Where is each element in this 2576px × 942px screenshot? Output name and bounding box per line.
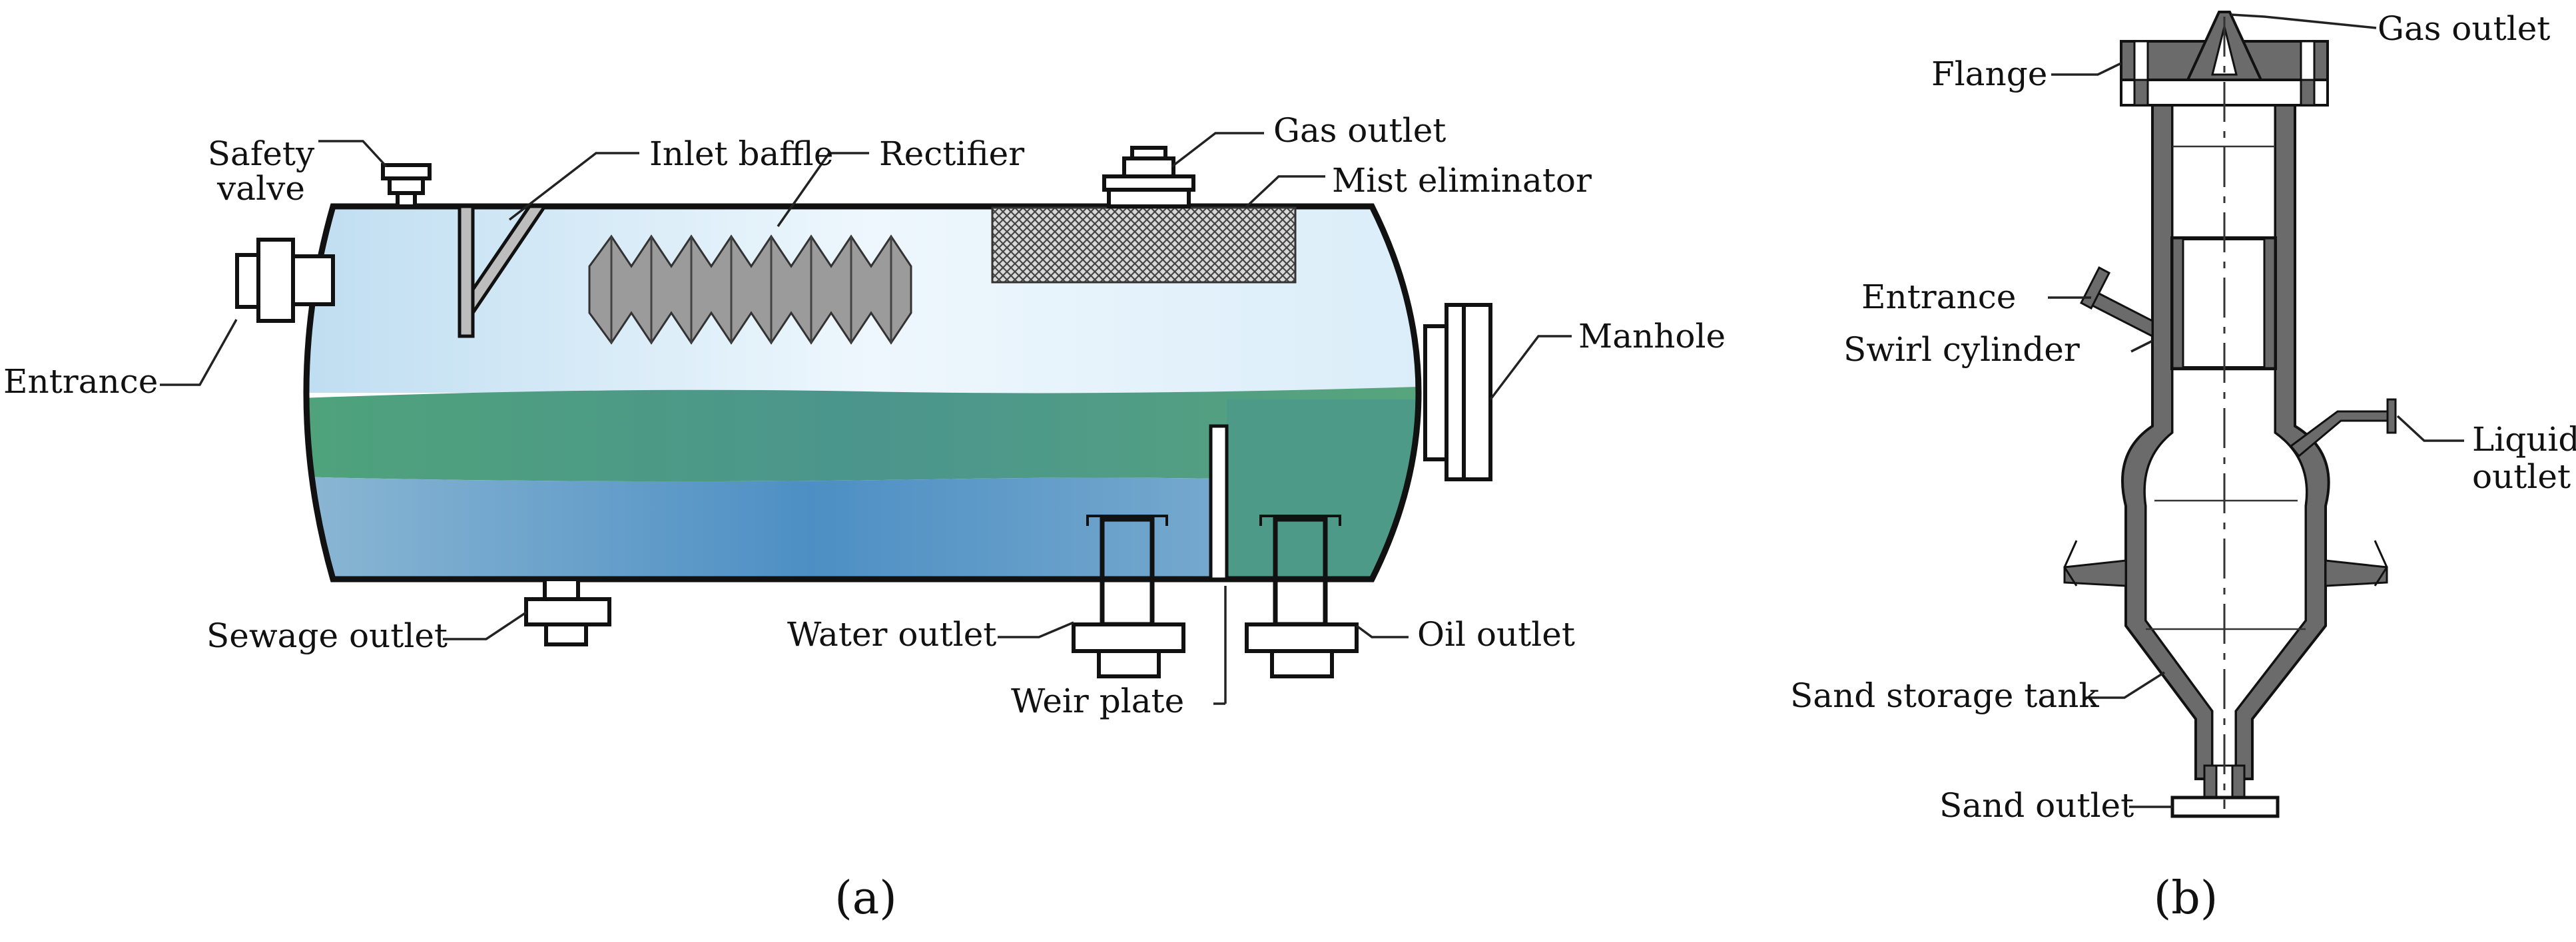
labels-b: Gas outlet Flange Entrance Swirl cylinde… [1790,9,2576,825]
label-sand-storage-tank: Sand storage tank [1790,676,2099,715]
label-liquid-outlet-1: Liquid [2472,420,2576,459]
rectifier [588,234,912,345]
sublabel-a: (a) [834,872,897,925]
label-rectifier: Rectifier [879,134,1024,173]
label-swirl-cylinder: Swirl cylinder [1843,330,2080,369]
oil-phase [306,385,1419,486]
label-manhole: Manhole [1578,317,1726,355]
oil-outlet-nozzle [1245,515,1359,678]
labels-a: Safety valve Inlet baffle Rectifier Gas … [3,111,1726,720]
label-safety-valve-1: Safety [208,134,315,173]
support-brackets [2063,540,2388,587]
swirl-wall-right [2263,237,2276,369]
entrance-nozzle [235,238,335,323]
label-sewage-outlet: Sewage outlet [206,616,448,655]
label-flange: Flange [1931,55,2047,93]
liquid-outlet-pipe [2289,398,2397,458]
weir-plate [1209,424,1229,581]
label-water-outlet: Water outlet [787,615,996,654]
label-inlet-baffle: Inlet baffle [649,134,833,173]
entrance-pipe-b [2079,266,2154,338]
label-weir-plate: Weir plate [1011,682,1184,720]
label-entrance-a: Entrance [3,362,158,401]
leader-lines-b [2048,13,2464,808]
label-gas-outlet-a: Gas outlet [1273,111,1446,150]
safety-valve [381,163,432,208]
label-entrance-b: Entrance [1861,278,2016,316]
water-phase [306,476,1419,579]
sublabel-b: (b) [2154,872,2218,925]
label-mist-eliminator: Mist eliminator [1332,161,1592,200]
sewage-outlet-nozzle [524,577,611,646]
horizontal-separator: Safety valve Inlet baffle Rectifier Gas … [3,111,1726,925]
manhole [1423,303,1492,481]
label-sand-outlet: Sand outlet [1939,786,2134,825]
vessel-shell [303,203,1422,583]
label-oil-outlet: Oil outlet [1417,615,1575,654]
water-outlet-nozzle [1072,515,1185,678]
swirl-wall-left [2171,237,2184,369]
mist-eliminator [991,206,1297,284]
label-liquid-outlet-2: outlet [2472,457,2571,496]
cyclone-desander: Gas outlet Flange Entrance Swirl cylinde… [1790,9,2576,925]
leader-lines-a [160,132,1572,705]
inlet-baffle [458,204,548,338]
label-gas-outlet-b: Gas outlet [2378,9,2550,48]
label-safety-valve-2: valve [216,169,305,208]
gas-outlet-nozzle [1102,146,1195,208]
